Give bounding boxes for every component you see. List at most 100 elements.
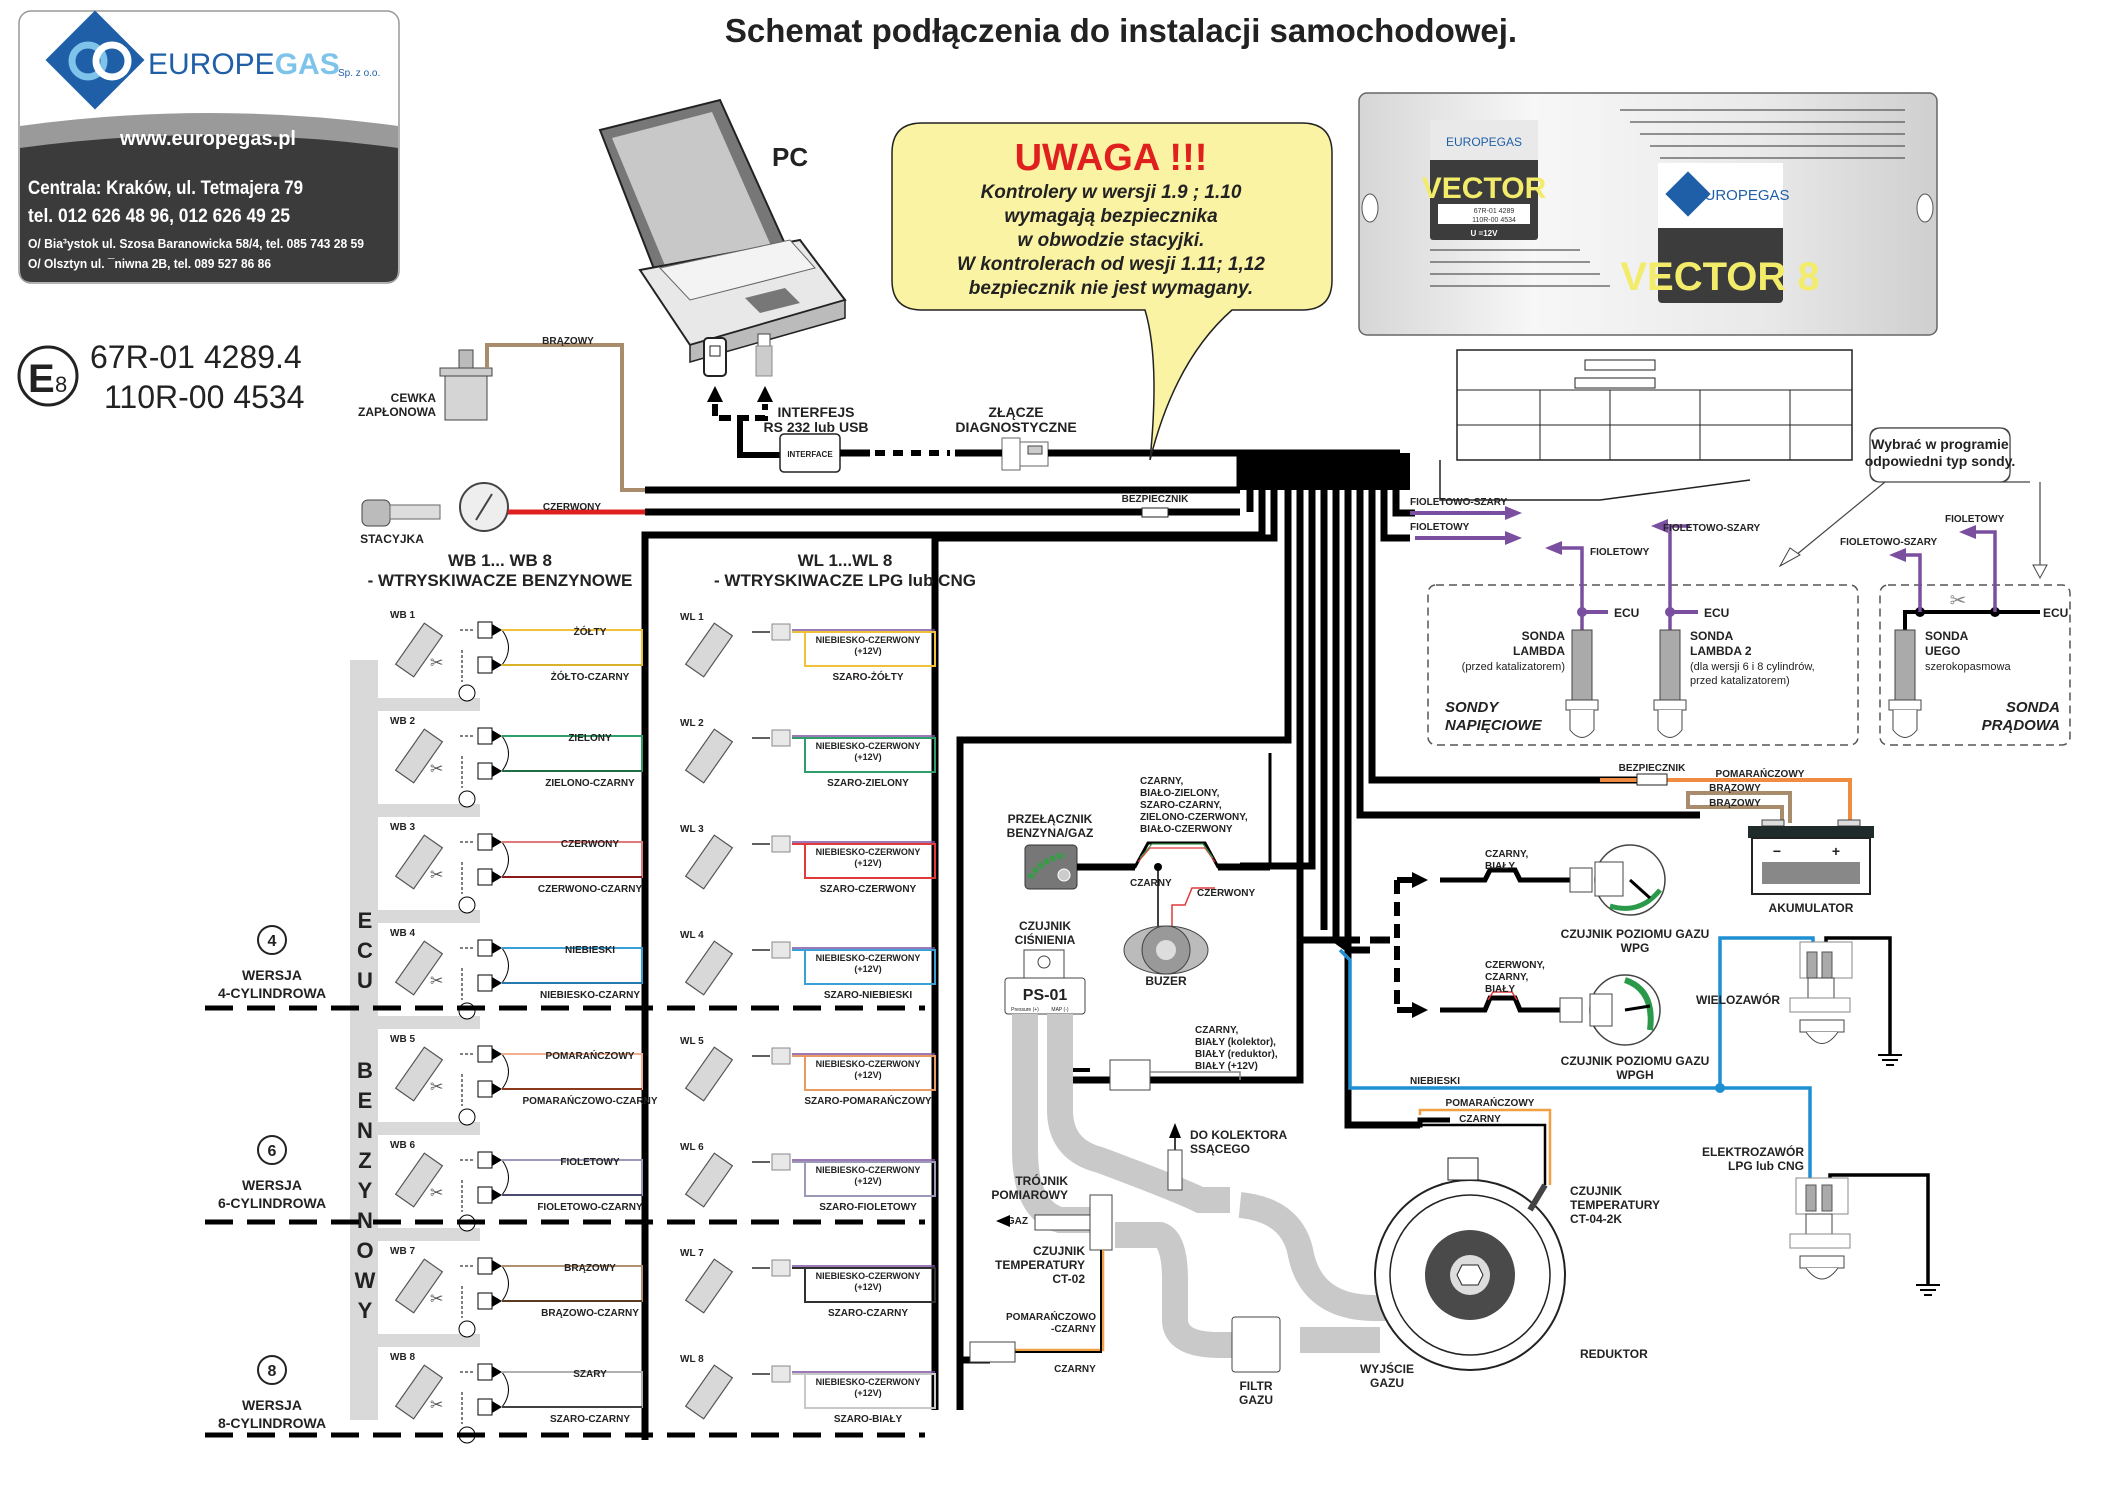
svg-text:WERSJA: WERSJA [242, 1397, 302, 1413]
svg-text:TRÓJNIK: TRÓJNIK [1015, 1173, 1068, 1188]
arrow-right-icon [1412, 872, 1428, 888]
measuring-tee: TRÓJNIK POMIAROWY GAZ CZUJNIK TEMPERATUR… [991, 1173, 1113, 1286]
svg-text:WIELOZAWÓR: WIELOZAWÓR [1696, 992, 1780, 1007]
svg-text:CZUJNIK: CZUJNIK [1033, 1244, 1085, 1258]
svg-text:CZERWONY,: CZERWONY, [1485, 960, 1545, 971]
svg-text:BIAŁY (+12V): BIAŁY (+12V) [1195, 1061, 1258, 1072]
injector-id: WL 1 [680, 612, 704, 623]
injector-id: WB 5 [390, 1034, 415, 1045]
supply-sub: (+12V) [854, 1282, 881, 1292]
ecu-benzynowy-letter: C [357, 938, 373, 963]
ecu-benzynowy-letter: Y [358, 1298, 373, 1323]
svg-text:EUROPEGAS: EUROPEGAS [1694, 187, 1789, 204]
ecu-benzynowy-letter: N [357, 1208, 373, 1233]
arrow-up-icon [757, 386, 773, 402]
supply-sub: (+12V) [854, 646, 881, 656]
scissors-icon: ✂ [430, 1291, 443, 1308]
warning-line: w obwodzie stacyjki. [1018, 230, 1205, 251]
svg-text:TEMPERATURY: TEMPERATURY [995, 1258, 1085, 1272]
petrol-injector-icon [394, 728, 444, 784]
wire-label: ZIELONY [568, 733, 612, 744]
wire-label: BRĄZOWY [564, 1263, 616, 1274]
ecu-benzynowy-letter: B [357, 1058, 373, 1083]
wire-label: SZARO-ŻÓŁTY [832, 670, 903, 683]
svg-text:SONDY: SONDY [1445, 699, 1500, 716]
svg-text:ECU: ECU [1704, 606, 1729, 620]
level-sensor-wpgh-icon [1559, 974, 1661, 1046]
ecu-benzynowy-letter: W [355, 1268, 376, 1293]
svg-text:ZIELONO-CZERWONY,: ZIELONO-CZERWONY, [1140, 812, 1248, 823]
gas-injector-row: WL 3NIEBIESKO-CZERWONY(+12V)SZARO-CZERWO… [680, 824, 936, 895]
svg-text:BIAŁY (reduktor),: BIAŁY (reduktor), [1195, 1049, 1278, 1060]
supply-label: NIEBIESKO-CZERWONY [816, 635, 921, 645]
svg-text:8-CYLINDROWA: 8-CYLINDROWA [218, 1415, 326, 1431]
supply-sub: (+12V) [854, 752, 881, 762]
gas-injectors-subheading: - WTRYSKIWACZE LPG lub CNG [714, 571, 976, 590]
svg-text:RS 232 lub USB: RS 232 lub USB [763, 419, 868, 435]
arrow-left-icon [1889, 548, 1906, 562]
svg-text:DIAGNOSTYCZNE: DIAGNOSTYCZNE [955, 419, 1076, 435]
svg-text:U =12V: U =12V [1471, 229, 1499, 238]
multivalve-icon [1789, 941, 1853, 1044]
gas-injector-row: WL 1 NIEBIESKO-CZERWONY(+12V) SZARO-ŻÓŁTY [680, 612, 936, 683]
svg-text:PRZEŁĄCZNIK: PRZEŁĄCZNIK [1008, 812, 1093, 826]
scissors-icon: ✂ [430, 867, 443, 884]
svg-text:LAMBDA: LAMBDA [1513, 644, 1565, 658]
svg-text:SONDA: SONDA [2006, 699, 2060, 716]
company-phone: tel. 012 626 48 96, 012 626 49 25 [28, 206, 290, 227]
injector-id: WB 7 [390, 1246, 415, 1257]
svg-text:SONDA: SONDA [1690, 629, 1734, 643]
gas-injector-icon [684, 1258, 734, 1314]
gas-injector-row: WL 5NIEBIESKO-CZERWONY(+12V)SZARO-POMARA… [680, 1036, 936, 1107]
ecu-benzynowy-letter: O [356, 1238, 373, 1263]
petrol-injectors-subheading: - WTRYSKIWACZE BENZYNOWE [368, 571, 633, 590]
wire-label: SZARO-POMARAŃCZOWY [804, 1094, 932, 1107]
ecu-benzynowy-letter: E [358, 908, 373, 933]
diagnostic-connector: ZŁĄCZE DIAGNOSTYCZNE [955, 404, 1077, 471]
scissors-icon: ✂ [430, 761, 443, 778]
svg-text:Pressure (+): Pressure (+) [1011, 1007, 1039, 1013]
svg-text:szerokopasmowa: szerokopasmowa [1925, 661, 2011, 673]
supply-label: NIEBIESKO-CZERWONY [816, 1059, 921, 1069]
svg-text:DO KOLEKTORA: DO KOLEKTORA [1190, 1128, 1287, 1142]
svg-text:UEGO: UEGO [1925, 644, 1960, 658]
injector-id: WB 3 [390, 822, 415, 833]
warning-callout: UWAGA !!! Kontrolery w wersji 1.9 ; 1.10… [891, 122, 1333, 461]
ground-icon [1916, 1284, 1940, 1296]
svg-text:GAZ: GAZ [1007, 1216, 1028, 1227]
svg-text:INTERFACE: INTERFACE [787, 450, 833, 459]
scissors-icon: ✂ [430, 1079, 443, 1096]
svg-text:EUROPEGAS: EUROPEGAS [148, 48, 340, 81]
svg-text:WYJŚCIE: WYJŚCIE [1360, 1361, 1414, 1376]
fuel-switch[interactable]: PRZEŁĄCZNIK BENZYNA/GAZ [1007, 812, 1094, 890]
svg-text:−: − [1773, 843, 1781, 859]
wire-label: FIOLETOWY [560, 1157, 620, 1168]
lambda-probe-2-icon [1653, 629, 1687, 738]
ecu-connector [1439, 349, 1853, 501]
gas-injectors-heading: WL 1...WL 8 [798, 551, 893, 570]
supply-label: NIEBIESKO-CZERWONY [816, 1271, 921, 1281]
gas-injector-icon [684, 1046, 734, 1102]
arrow-down-left-icon [1778, 547, 1801, 568]
uego-probe-icon [1888, 629, 1922, 738]
svg-text:CZERWONY: CZERWONY [1197, 888, 1255, 899]
coil-wire [485, 343, 645, 492]
level-sensor-wpg-icon [1569, 844, 1666, 916]
ignition-switch[interactable]: STACYJKA [360, 482, 509, 546]
battery-icon [1762, 862, 1860, 884]
svg-text:SONDA: SONDA [1522, 629, 1566, 643]
pressure-sensor: CZUJNIK CIŚNIENIA PS-01 Pressure (+) MAP… [1004, 919, 1086, 1015]
brand-second: GAS [275, 48, 340, 81]
injector-id: WL 6 [680, 1142, 704, 1153]
injector-id: WB 6 [390, 1140, 415, 1151]
ecu-small-model: VECTOR [1422, 172, 1547, 205]
gas-injector-icon [684, 728, 734, 784]
svg-text:FIOLETOWO-SZARY: FIOLETOWO-SZARY [1840, 537, 1938, 548]
e-mark-icon [17, 345, 79, 407]
svg-text:FIOLETOWO-SZARY: FIOLETOWO-SZARY [1663, 523, 1761, 534]
supply-sub: (+12V) [854, 1388, 881, 1398]
svg-text:CZUJNIK POZIOMU GAZU: CZUJNIK POZIOMU GAZU [1561, 1054, 1710, 1068]
